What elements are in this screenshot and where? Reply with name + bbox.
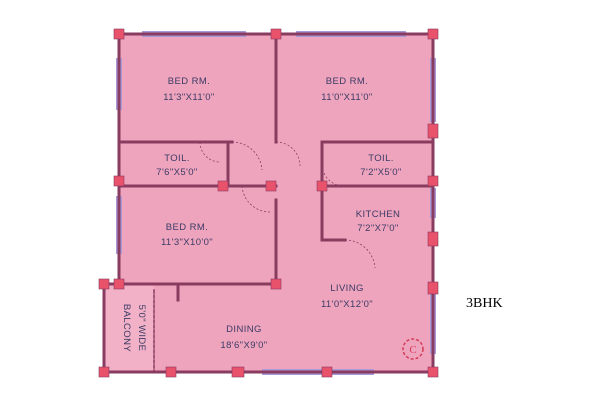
kitchen-name: KITCHEN xyxy=(356,209,401,220)
door-swings xyxy=(199,141,376,269)
toil1-name: TOIL. xyxy=(164,153,190,164)
dining-name: DINING xyxy=(226,324,262,335)
logo-glyph: C xyxy=(409,344,416,356)
bed2-name: BED RM. xyxy=(326,76,368,87)
bed3-name: BED RM. xyxy=(166,222,208,233)
toil1-size: 7'6"X5'0" xyxy=(156,167,197,178)
bed1-name: BED RM. xyxy=(168,76,210,87)
toil2-name: TOIL. xyxy=(368,153,394,164)
plan-type-caption: 3BHK xyxy=(466,296,503,311)
kitchen-size: 7'2"X7'0" xyxy=(357,223,398,234)
bed1-size: 11'3"X11'0" xyxy=(163,92,214,103)
living-name: LIVING xyxy=(330,283,364,294)
toil2-size: 7'2"X5'0" xyxy=(360,167,401,178)
pillars xyxy=(98,28,439,378)
balcony-name: BALCONY xyxy=(121,304,132,352)
living-size: 11'0"X12'0" xyxy=(321,299,373,310)
bed3-size: 11'3"X10'0" xyxy=(161,237,213,248)
dining-size: 18'6"X9'0" xyxy=(220,340,267,351)
bed2-size: 11'0"X11'0" xyxy=(321,92,372,103)
balcony-size: 5'0" WIDE xyxy=(136,305,147,352)
room-labels: BED RM. 11'3"X11'0" BED RM. 11'0"X11'0" … xyxy=(121,76,401,352)
logo-icon: C xyxy=(402,338,424,360)
